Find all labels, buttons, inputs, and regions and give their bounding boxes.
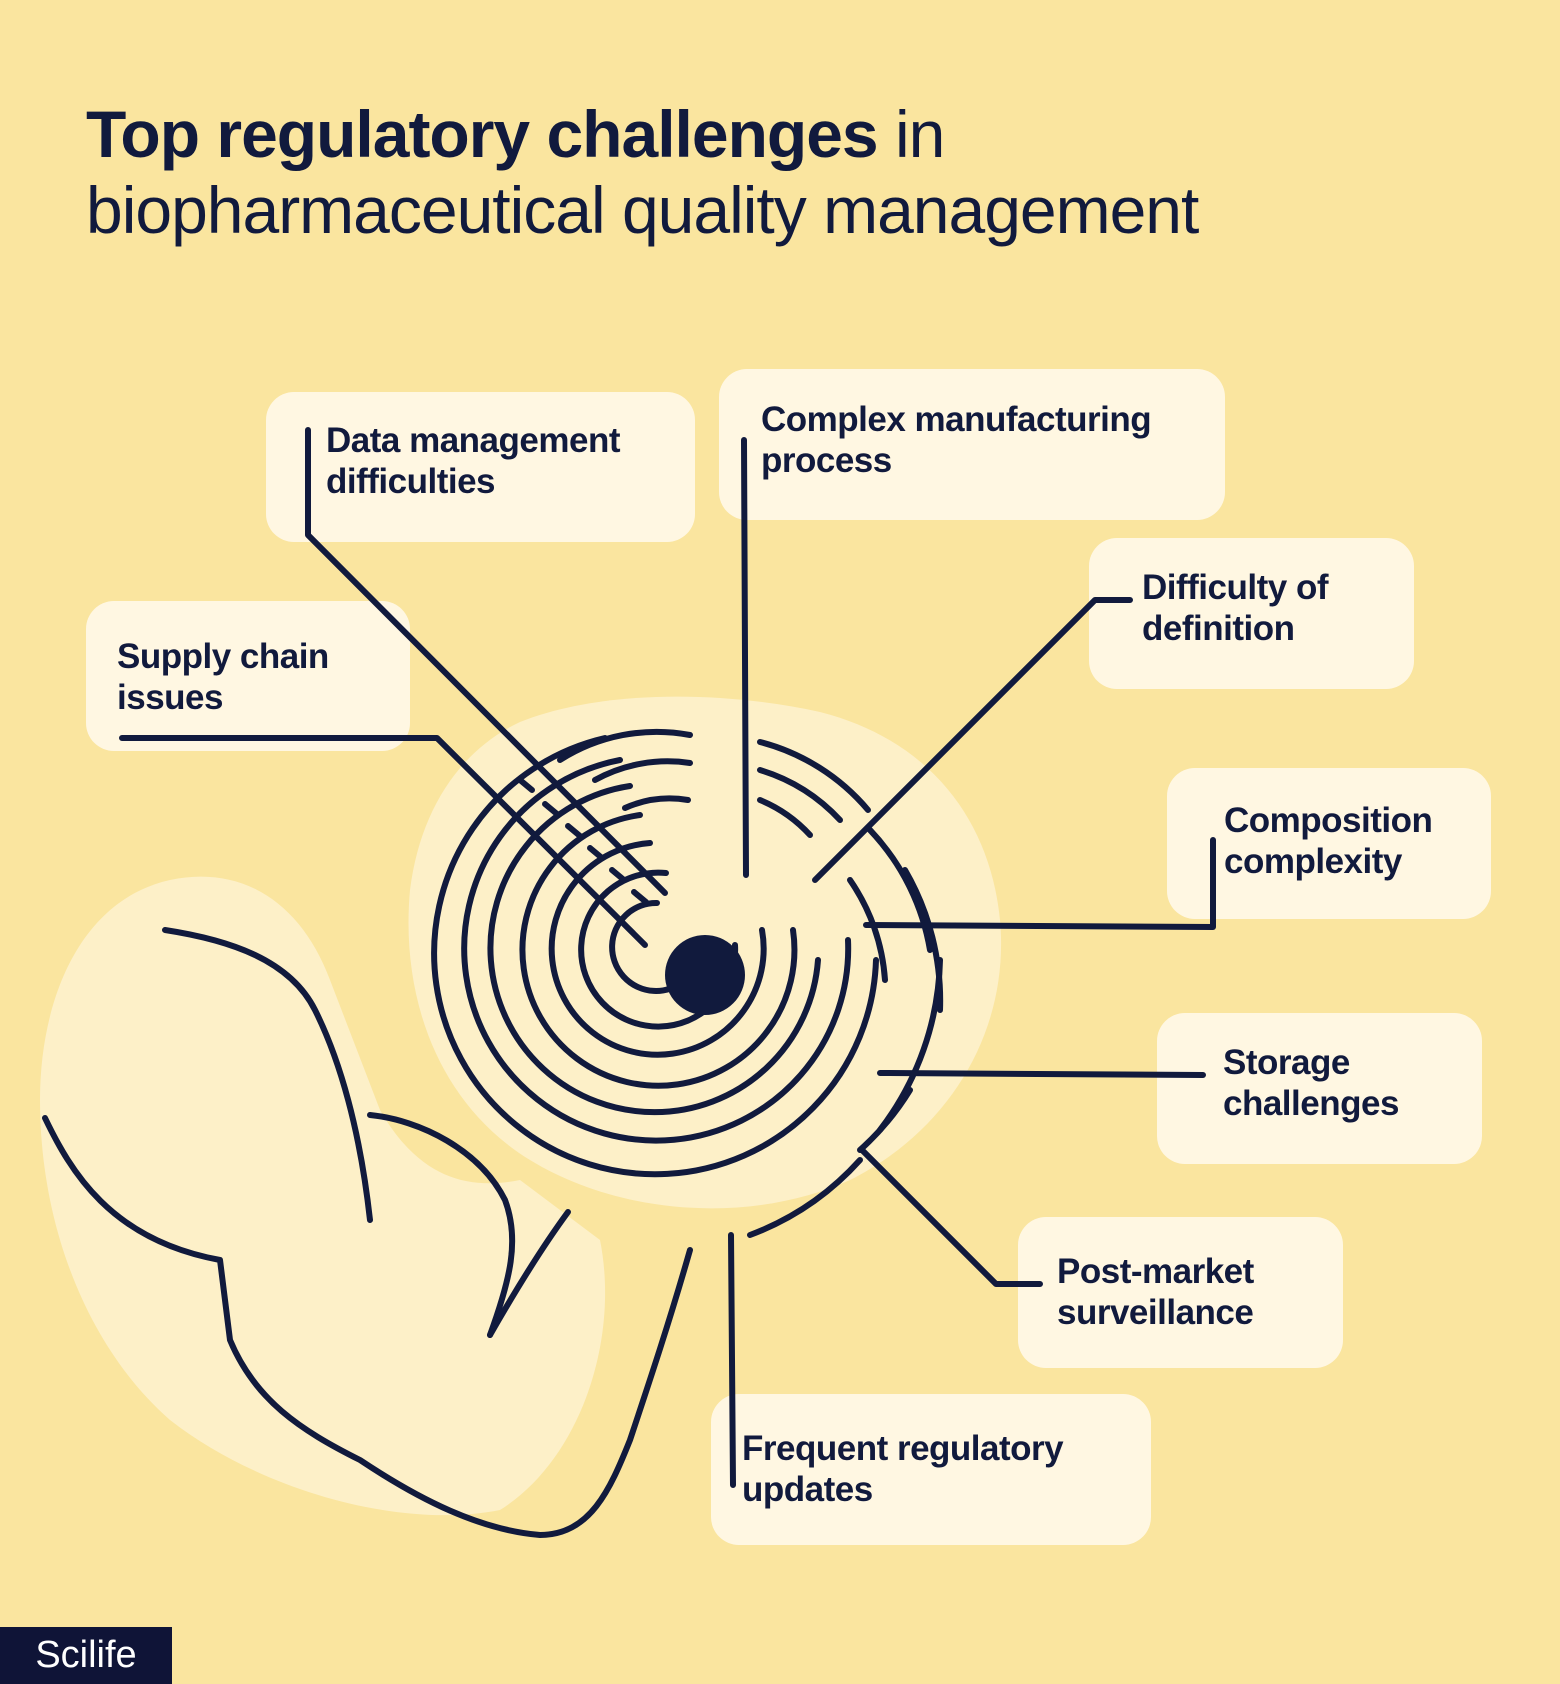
leader-frequent-updates bbox=[728, 1232, 736, 1488]
card-difficulty-definition bbox=[1089, 538, 1414, 689]
label-post-market: Post-market surveillance bbox=[1057, 1252, 1254, 1332]
hand-outline bbox=[162, 927, 373, 1223]
label-storage: Storage challenges bbox=[1223, 1043, 1399, 1123]
label-data-management: Data management difficulties bbox=[326, 421, 620, 501]
card-supply-chain bbox=[86, 601, 410, 751]
label-complex-manufacturing: Complex manufacturing process bbox=[761, 400, 1152, 480]
hand-glow bbox=[40, 876, 606, 1516]
card-complex-manufacturing bbox=[719, 369, 1225, 520]
leader-data-management bbox=[305, 427, 668, 896]
leader-difficulty-definition bbox=[812, 597, 1133, 883]
leader-supply-chain bbox=[119, 735, 648, 948]
page-title: Top regulatory challenges in biopharmace… bbox=[86, 96, 1199, 248]
title-line2: biopharmaceutical quality management bbox=[86, 173, 1199, 247]
leader-complex-manufacturing bbox=[741, 437, 749, 878]
label-frequent-updates: Frequent regulatory updates bbox=[742, 1429, 1064, 1509]
title-suffix: in bbox=[877, 97, 945, 171]
hatch-marks bbox=[517, 777, 649, 905]
title-bold: Top regulatory challenges bbox=[86, 97, 879, 171]
leader-composition bbox=[863, 837, 1216, 930]
card-data-management bbox=[266, 392, 695, 542]
leader-storage bbox=[877, 1070, 1206, 1078]
card-storage bbox=[1157, 1013, 1482, 1164]
card-post-market bbox=[1018, 1217, 1343, 1368]
card-frequent-updates bbox=[711, 1394, 1151, 1545]
label-composition: Composition complexity bbox=[1224, 801, 1433, 881]
bullseye-dot bbox=[665, 935, 745, 1015]
label-supply-chain: Supply chain issues bbox=[117, 637, 329, 717]
leader-post-market bbox=[859, 1147, 1043, 1287]
label-difficulty-definition: Difficulty of definition bbox=[1142, 568, 1328, 648]
card-composition bbox=[1167, 768, 1491, 919]
brand-logo: Scilife bbox=[0, 1627, 172, 1684]
